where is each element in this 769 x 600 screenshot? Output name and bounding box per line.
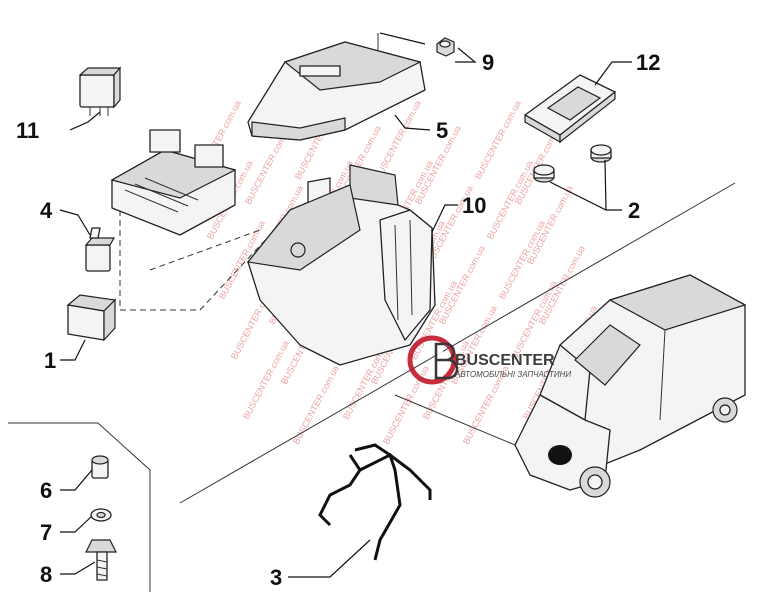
fuse-box-unit [110, 129, 237, 236]
callout-4: 4 [40, 198, 53, 223]
callout-6: 6 [40, 478, 52, 503]
callout-8: 8 [40, 562, 52, 587]
buscenter-logo: BUSCENTER АВТОМОБІЛЬНІ ЗАПЧАСТИНИ [407, 335, 571, 385]
leader-7 [60, 515, 93, 533]
callout-7: 7 [40, 520, 52, 545]
separator-line [179, 182, 736, 504]
leader-9 [455, 47, 477, 63]
callout-10: 10 [462, 193, 486, 218]
leader-11 [69, 111, 101, 131]
relay-part-4 [84, 227, 116, 272]
module-part-12 [524, 74, 616, 144]
hardware-box-line [8, 422, 151, 592]
callout-1: 1 [44, 348, 56, 373]
logo-brand-name: BUSCENTER [455, 352, 555, 369]
leader-1 [60, 339, 86, 361]
watermark-text: BUSCENTER.com.ua [497, 219, 547, 301]
relay-part-11 [78, 66, 122, 116]
callout-9: 9 [482, 50, 494, 75]
leader-4 [59, 209, 91, 236]
pointer-line [394, 394, 516, 446]
watermark-text: BUSCENTER.com.ua [485, 159, 535, 241]
plug-part-6 [91, 455, 109, 479]
bracket-part-3 [318, 443, 432, 561]
watermark-text: BUSCENTER.com.ua [537, 244, 587, 326]
logo-tagline: АВТОМОБІЛЬНІ ЗАПЧАСТИНИ [454, 370, 571, 379]
van-illustration [514, 274, 747, 498]
leader-2b [604, 159, 607, 211]
watermark-text: BUSCENTER.com.ua [381, 364, 431, 446]
nut-part-9 [436, 37, 455, 57]
callout-2: 2 [628, 198, 640, 223]
callout-11: 11 [16, 118, 39, 143]
leader-12 [594, 61, 632, 86]
bolt-part-8 [85, 539, 117, 581]
dashed-connector [119, 210, 200, 311]
leader-6 [60, 469, 93, 491]
leader-3 [288, 539, 371, 578]
washer-part-7 [90, 508, 112, 522]
leader-9b [379, 32, 426, 45]
callout-5: 5 [436, 118, 448, 143]
watermark-text: BUSCENTER.com.ua [509, 279, 559, 361]
relay-part-1 [66, 294, 117, 342]
housing-part-10 [246, 164, 436, 366]
watermark-text: BUSCENTER.com.ua [473, 99, 523, 181]
callout-12: 12 [636, 50, 660, 75]
watermark-text: BUSCENTER.com.ua [525, 184, 575, 266]
grommet-part-2 [533, 144, 612, 183]
callout-3: 3 [270, 565, 282, 590]
leader-5 [394, 114, 431, 131]
leader-10 [431, 204, 458, 233]
watermark-text: BUSCENTER.com.ua [437, 244, 487, 326]
leader-8 [60, 561, 96, 575]
dashed-connector [199, 234, 271, 311]
cover-part-5 [247, 41, 426, 141]
watermark-text: BUSCENTER.com.ua [291, 364, 341, 446]
